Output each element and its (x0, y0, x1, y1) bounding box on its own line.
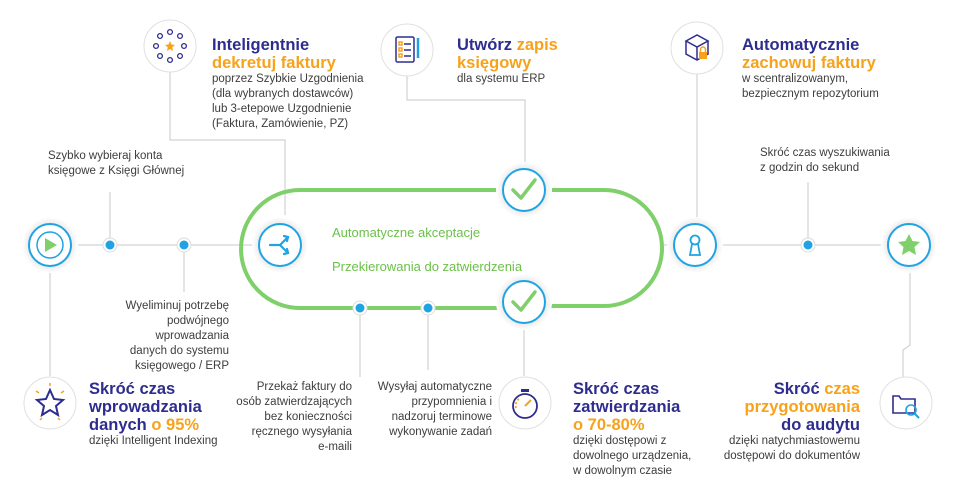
accounts-line: Szybko wybieraj konta (48, 150, 163, 162)
decree-line: poprzez Szybkie Uzgodnienia (212, 73, 364, 85)
create-title: Utwórz (457, 36, 512, 54)
audit-title-accent: przygotowania (744, 398, 860, 416)
autosave-line: w scentralizowanym, (742, 73, 849, 85)
audit-block: Skróć czas przygotowania do audytu dzięk… (700, 380, 860, 464)
autosave-line: bezpiecznym repozytorium (742, 88, 879, 100)
star-icon (898, 234, 920, 255)
remind-line: Wysyłaj automatyczne (377, 381, 492, 393)
entry-title: wprowadzania (89, 398, 202, 416)
play-icon (36, 231, 64, 259)
create-block: Utwórz zapis księgowy dla systemu ERP (457, 36, 607, 87)
audit-title: do audytu (781, 416, 860, 434)
approve-block: Skróć czas zatwierdzania o 70-80% dzięki… (573, 380, 723, 479)
audit-line: dostępowi do dokumentów (723, 450, 860, 462)
node-dot (800, 237, 816, 253)
approve-title: zatwierdzania (573, 398, 681, 416)
decree-line: (Faktura, Zamówienie, PZ) (212, 118, 349, 130)
approve-line: w dowolnym czasie (573, 465, 673, 477)
accounts-line: księgowe z Księgi Głównej (48, 165, 185, 177)
entry-block: Skróć czas wprowadzania danych o 95% dzi… (89, 380, 249, 449)
accounts-text: Szybko wybieraj konta księgowe z Księgi … (48, 149, 218, 179)
autosave-title: Automatycznie (742, 36, 860, 54)
step-star (881, 217, 937, 273)
double-line: księgowego / ERP (135, 360, 229, 372)
double-line: Wyeliminuj potrzebę (125, 300, 229, 312)
forward-text: Przekaż faktury do osób zatwierdzających… (232, 380, 352, 455)
decree-line: lub 3-etepowe Uzgodnienie (212, 103, 352, 115)
outcome-entry (23, 376, 77, 430)
step-check-bottom (496, 274, 552, 330)
create-title-accent: zapis (516, 36, 558, 54)
search-text: Skróć czas wyszukiwania z godzin do seku… (760, 146, 920, 176)
timeline-nodes (102, 237, 816, 316)
entry-title: Skróć czas (89, 380, 176, 398)
node-dot (102, 237, 118, 253)
feature-decree (143, 19, 197, 73)
search-line: z godzin do sekund (760, 162, 860, 174)
forward-line: osób zatwierdzających (236, 396, 352, 408)
autosave-title-accent: zachowuj faktury (742, 54, 876, 72)
node-dot (176, 237, 192, 253)
decree-line: (dla wybranych dostawców) (212, 88, 354, 100)
stars-circle-icon (152, 28, 188, 64)
approve-line: dzięki dostępowi z (573, 435, 667, 447)
double-line: danych do systemu (129, 345, 229, 357)
decree-title: Inteligentnie (212, 36, 310, 54)
star-badge-icon (34, 383, 66, 421)
outcome-approve (498, 376, 552, 430)
approve-line: dowolnego urządzenia, (573, 450, 692, 462)
forward-line: ręcznego wysyłania (251, 426, 352, 438)
loop-label-bottom: Przekierowania do zatwierdzenia (332, 259, 523, 274)
check-icon (511, 290, 537, 312)
forward-line: bez konieczności (264, 411, 352, 423)
folder-search-icon (892, 395, 920, 419)
box-lock-icon (684, 34, 710, 61)
step-keyhole (667, 217, 723, 273)
create-title-accent-2: księgowy (457, 54, 532, 72)
branch-icon (268, 234, 290, 256)
forward-line: e-maili (318, 441, 352, 453)
remind-line: wykonywanie zadań (389, 426, 492, 438)
approve-title-accent: o 70-80% (573, 416, 645, 434)
feature-autosave (670, 21, 724, 75)
search-line: Skróć czas wyszukiwania (760, 147, 890, 159)
node-dot (420, 300, 436, 316)
node-dot (352, 300, 368, 316)
keyhole-icon (688, 234, 702, 256)
autosave-block: Automatycznie zachowuj faktury w scentra… (742, 36, 922, 102)
audit-title-accent: czas (824, 380, 860, 398)
check-icon (511, 178, 537, 200)
decree-title-accent: dekretuj faktury (212, 54, 336, 72)
stopwatch-icon (512, 389, 538, 419)
feature-create (380, 23, 434, 77)
remind-line: przypomnienia i (411, 396, 492, 408)
approve-title: Skróć czas (573, 380, 660, 398)
remind-text: Wysyłaj automatyczne przypomnienia i nad… (370, 380, 492, 440)
double-entry-text: Wyeliminuj potrzebę podwójnego wprowadza… (100, 299, 229, 374)
create-line: dla systemu ERP (457, 73, 546, 85)
remind-line: nadzoruj terminowe (391, 411, 492, 423)
outcome-audit (879, 376, 933, 430)
audit-line: dzięki natychmiastowemu (728, 435, 860, 447)
step-play (22, 217, 78, 273)
loop-label-top: Automatyczne akceptacje (332, 225, 481, 240)
entry-title-accent: o 95% (151, 416, 200, 434)
audit-title: Skróć (773, 380, 820, 398)
decree-block: Inteligentnie dekretuj faktury poprzez S… (212, 36, 402, 132)
entry-title: danych (89, 416, 147, 434)
step-check-top (496, 162, 552, 218)
entry-line: dzięki Intelligent Indexing (89, 435, 218, 447)
double-line: podwójnego wprowadzania (155, 315, 229, 342)
forward-line: Przekaż faktury do (256, 381, 352, 393)
checklist-icon (395, 36, 420, 63)
step-branch (252, 217, 308, 273)
